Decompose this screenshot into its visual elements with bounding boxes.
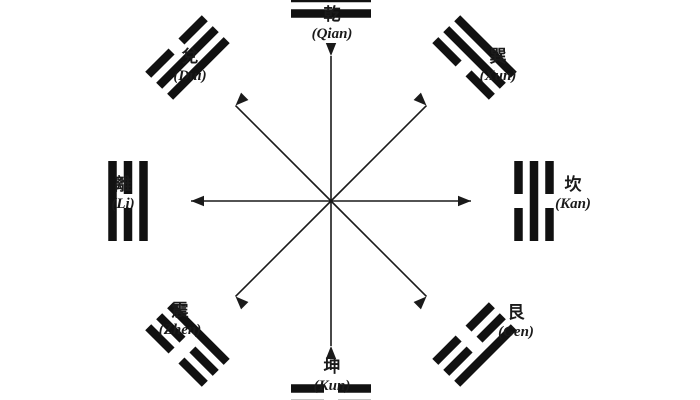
trigram-line-solid — [291, 0, 371, 3]
arrow-northeast-shaft — [330, 104, 428, 202]
trigram-line-broken-segment — [145, 48, 175, 78]
trigram-line-solid — [291, 9, 371, 18]
trigram-line-solid — [454, 324, 517, 387]
trigram-label-pinyin-zhen: (Zhen) — [159, 322, 202, 338]
trigram-line-broken-segment — [123, 208, 133, 241]
trigram-line-broken-segment — [514, 161, 523, 194]
trigram-line-broken-segment — [476, 313, 506, 343]
trigram-dui — [145, 15, 230, 100]
trigram-line-broken-segment — [432, 335, 462, 365]
trigram-label-han-zhen: 震 — [171, 301, 190, 321]
trigram-line-solid — [529, 161, 539, 241]
trigram-line-solid — [167, 302, 230, 365]
arrow-northwest-shaft — [234, 104, 332, 202]
trigram-line-broken-segment — [189, 346, 219, 376]
trigram-line-broken-segment — [443, 346, 473, 376]
trigram-label-pinyin-kun: (Kun) — [314, 378, 351, 394]
trigram-gen — [432, 302, 517, 387]
arrow-northwest-head — [235, 92, 249, 106]
trigram-bar-group — [108, 0, 554, 400]
trigram-line-broken-segment — [291, 384, 324, 393]
trigram-zhen — [145, 302, 230, 387]
arrow-southwest-shaft — [234, 200, 332, 298]
trigram-line-broken-segment — [465, 302, 495, 332]
arrow-southwest-head — [235, 296, 249, 310]
trigram-li — [108, 161, 148, 241]
trigram-line-solid — [108, 161, 117, 241]
arrow-southeast-shaft — [330, 200, 428, 298]
trigram-line-broken-segment — [514, 208, 523, 241]
trigram-label-pinyin-xun: (Xun) — [480, 68, 517, 84]
trigram-line-solid — [454, 15, 517, 78]
trigram-line-broken-segment — [545, 161, 554, 194]
trigram-label-han-li: 離 — [115, 174, 132, 195]
arrow-west-head — [191, 195, 204, 207]
trigram-label-han-kun: 坤 — [324, 356, 341, 377]
trigram-line-broken-segment — [145, 324, 175, 354]
trigram-label-han-xun: 巽 — [490, 47, 507, 67]
trigram-label-pinyin-li: (Li) — [111, 196, 134, 212]
trigram-kan — [514, 161, 554, 241]
trigram-line-solid — [156, 26, 219, 89]
trigram-label-han-dui: 兌 — [182, 47, 199, 67]
trigram-line-broken-segment — [178, 15, 208, 45]
arrow-north-head — [325, 43, 337, 56]
trigram-line-solid — [443, 26, 506, 89]
trigram-label-pinyin-gen: (Gen) — [498, 324, 534, 340]
trigram-line-solid — [167, 37, 230, 100]
trigram-line-broken-segment — [123, 161, 133, 194]
trigram-label-pinyin-kan: (Kan) — [555, 196, 591, 212]
arrow-northeast-head — [413, 92, 427, 106]
trigram-label-pinyin-qian: (Qian) — [312, 26, 353, 42]
arrow-southeast-head — [413, 296, 427, 310]
arrow-east-head — [458, 195, 471, 207]
trigram-label-group: 乾(Qian)巽(Xun)坎(Kan)艮(Gen)坤(Kun)震(Zhen)離(… — [111, 4, 591, 394]
trigram-label-han-qian: 乾 — [324, 4, 341, 25]
trigram-label-han-kan: 坎 — [565, 174, 582, 195]
arrow-south-head — [325, 346, 337, 359]
trigram-qian — [291, 0, 371, 18]
trigram-line-solid — [139, 161, 148, 241]
trigram-line-broken-segment — [338, 384, 371, 393]
trigram-line-broken-segment — [432, 37, 462, 67]
trigram-line-broken-segment — [178, 357, 208, 387]
trigram-line-broken-segment — [156, 313, 186, 343]
trigram-line-broken-segment — [545, 208, 554, 241]
trigram-label-han-gen: 艮 — [508, 303, 526, 323]
radial-arrow-group — [191, 43, 471, 359]
trigram-line-broken-segment — [465, 70, 495, 100]
trigram-xun — [432, 15, 517, 100]
trigram-label-pinyin-dui: (Dui) — [173, 68, 206, 84]
